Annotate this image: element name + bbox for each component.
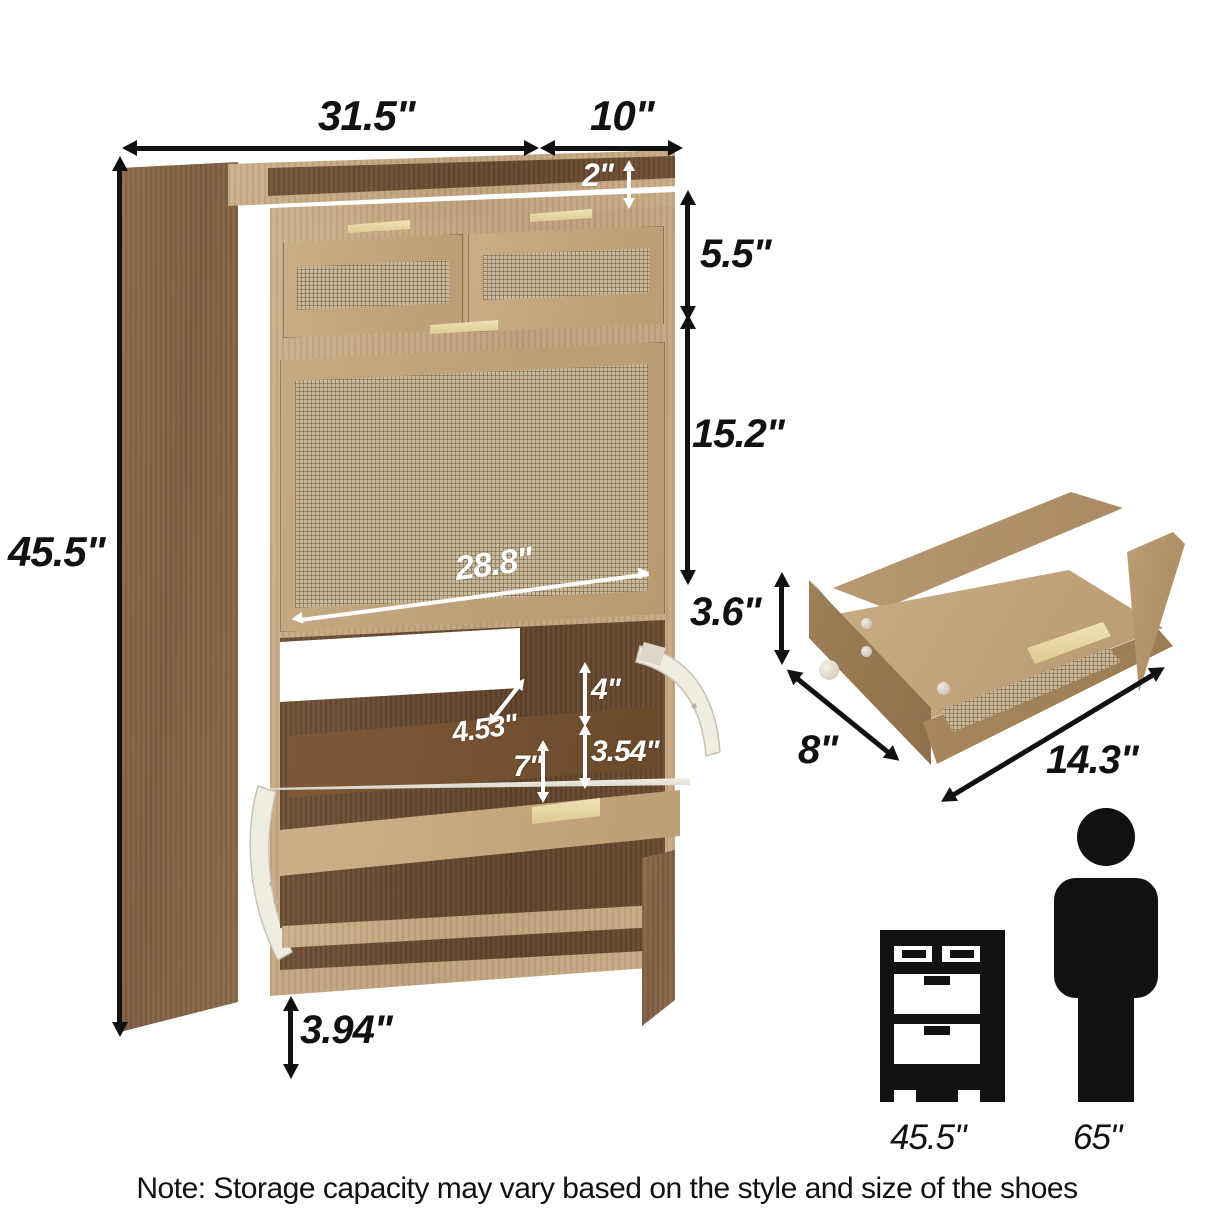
- dim-drawer-section-height: 5.5": [700, 232, 772, 276]
- dimline-depth: [548, 146, 678, 151]
- drawer-screw-1-icon: [861, 618, 872, 629]
- dim-drawer-depth: 8": [798, 728, 838, 772]
- arrowhead-lip-top: [623, 160, 635, 171]
- dimline-height: [117, 168, 122, 1024]
- arrowhead-354-bottom: [579, 778, 591, 789]
- arrowhead-4in-top: [579, 662, 591, 673]
- drawer-illustration: [775, 470, 1195, 790]
- scale-person-icon: [1050, 808, 1160, 1102]
- dim-overall-width: 31.5": [318, 92, 416, 139]
- dim-shoe-slot-depth: 7": [513, 750, 543, 783]
- cabinet-side-panel: [120, 162, 238, 1032]
- scale-cabinet-label: 45.5": [890, 1118, 967, 1157]
- hinge-arm-right-icon: [635, 642, 721, 757]
- dimline-7in: [541, 748, 545, 796]
- cabinet-illustration: [120, 150, 721, 1040]
- dim-shoe-slot-lower: 3.54": [591, 735, 660, 768]
- arrowhead-7in-top: [537, 740, 549, 751]
- arrowhead-152-bottom: [680, 570, 696, 585]
- arrowhead-354-top: [579, 724, 591, 735]
- dim-shoe-slot-upper: 4": [591, 673, 621, 706]
- dim-overall-height: 45.5": [8, 528, 106, 575]
- drawer-screw-3-icon: [937, 682, 950, 695]
- arrowhead-width-left: [122, 140, 137, 156]
- dimline-drawer-section: [685, 200, 690, 310]
- arrowhead-width-right: [524, 140, 539, 156]
- dimline-width: [130, 146, 534, 151]
- note-text: Note: Storage capacity may vary based on…: [136, 1172, 1078, 1205]
- arrowhead-drawerh-bottom: [774, 650, 790, 665]
- arrowhead-7in-bottom: [537, 792, 549, 803]
- arrowhead-4in-bottom: [579, 716, 591, 727]
- dim-base-clearance: 3.94": [300, 1008, 393, 1052]
- scale-cabinet-icon: [880, 930, 1005, 1102]
- arrowhead-394-top: [283, 996, 299, 1011]
- dimline-flip-height: [685, 324, 690, 574]
- dimline-drawer-height: [779, 582, 784, 654]
- dimline-top-lip: [627, 168, 631, 200]
- dim-top-lip: 2": [582, 157, 614, 193]
- scale-person-label: 65": [1073, 1118, 1122, 1157]
- arrowhead-152-top: [680, 314, 696, 329]
- flip-panel-cane: [295, 364, 648, 608]
- arrowhead-394-bottom: [283, 1064, 299, 1079]
- arrowhead-depth-left: [540, 140, 555, 156]
- arrowhead-height-top: [112, 156, 128, 171]
- drawer-right-cane-panel: [483, 248, 649, 300]
- dim-drawer-height: 3.6": [690, 590, 762, 634]
- arrowhead-drawerh-top: [774, 572, 790, 587]
- hinge-arm-left-icon: [249, 785, 293, 962]
- dimline-4in: [583, 670, 587, 720]
- dim-flip-panel-height: 15.2": [692, 412, 785, 456]
- right-foot-panel: [642, 850, 675, 1026]
- arrowhead-lip-bottom: [623, 198, 635, 209]
- open-front-gap: [280, 628, 520, 702]
- drawer-left-cane-panel: [297, 260, 449, 310]
- arrowhead-height-bottom: [112, 1022, 128, 1037]
- drawer-roller-icon: [819, 660, 839, 680]
- drawer-screw-2-icon: [861, 646, 872, 657]
- arrowhead-55-top: [680, 190, 696, 205]
- dim-drawer-width: 14.3": [1046, 738, 1139, 782]
- arrowhead-depth-right: [668, 140, 683, 156]
- dim-overall-depth: 10": [590, 92, 655, 139]
- dimline-354: [583, 732, 587, 782]
- dimline-base-clearance: [288, 1006, 293, 1068]
